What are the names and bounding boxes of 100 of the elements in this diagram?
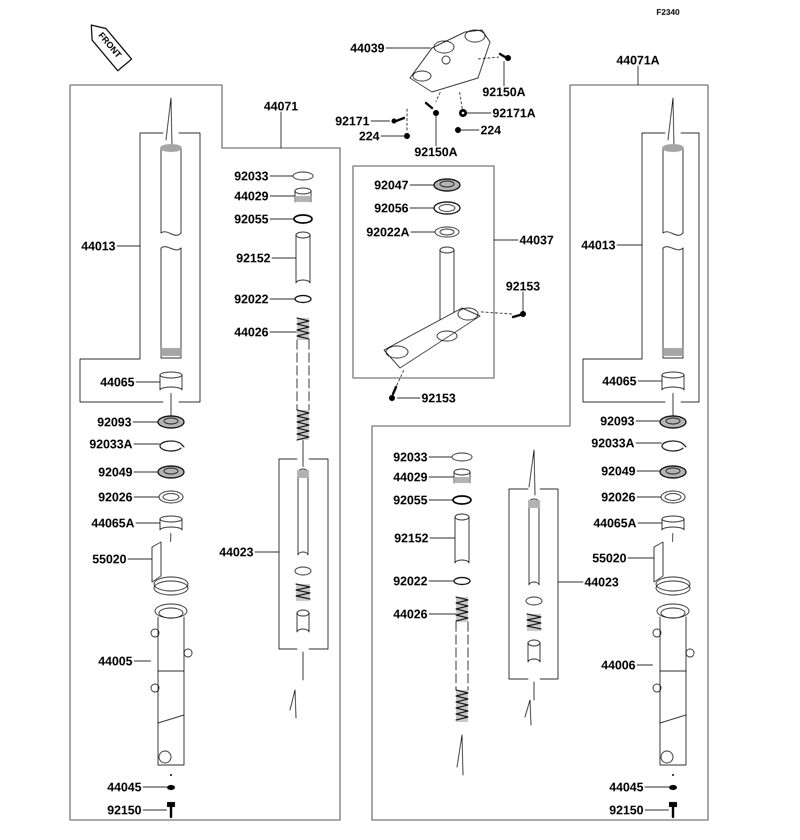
leader-line	[134, 496, 159, 498]
assembly-line	[478, 56, 499, 60]
leader-line	[410, 184, 434, 186]
outer-tube-drawing	[150, 604, 192, 776]
part-number: 92152	[236, 254, 270, 262]
leader-line	[467, 112, 492, 114]
assembly-line	[436, 92, 440, 102]
damper-rod-drawing	[297, 468, 309, 556]
outer-tube-drawing	[652, 604, 694, 776]
part-number: 44029	[393, 472, 427, 482]
part-number: 92033	[234, 172, 268, 180]
o-ring-drawing	[292, 172, 314, 180]
cap-bolt-drawing	[294, 188, 312, 202]
part-number: 44013	[581, 240, 616, 250]
part-number: 92047	[374, 180, 408, 190]
o-ring-drawing	[293, 214, 313, 224]
leader-line	[636, 442, 662, 444]
part-number: 44045	[107, 782, 142, 792]
part-number: 92150A	[414, 148, 458, 156]
part-number: 44065A	[92, 518, 134, 528]
part-number: 92153	[506, 282, 540, 290]
leader-line	[370, 120, 390, 122]
part-number: 44023	[219, 548, 254, 556]
leader-line	[636, 470, 660, 472]
bolt-drawing	[498, 52, 511, 61]
washer-drawing	[669, 785, 677, 790]
part-number: 92150A	[482, 88, 526, 96]
assembly-line	[672, 533, 674, 542]
nut-drawing	[459, 109, 467, 117]
part-number: 44065A	[594, 518, 636, 528]
o-ring-drawing	[452, 452, 472, 462]
part-number: 92022	[234, 294, 268, 304]
leader-line	[636, 420, 660, 422]
part-number: 92153	[422, 394, 456, 402]
part-number: 92022	[394, 576, 427, 586]
part-number: 44071	[264, 102, 298, 110]
bushing-drawing	[160, 516, 182, 530]
washer-drawing	[167, 785, 175, 790]
assembly-line	[480, 311, 512, 314]
assembly-line	[302, 440, 304, 467]
part-number: 92152	[394, 534, 428, 542]
leader-line	[136, 522, 160, 524]
bolt-drawing	[669, 802, 677, 818]
washer-drawing	[455, 127, 461, 133]
damper-rod-drawing	[528, 498, 540, 586]
dust-seal-drawing	[659, 465, 687, 479]
part-number: 92049	[602, 466, 635, 476]
bushing-drawing	[662, 516, 684, 530]
bushing-drawing	[160, 372, 182, 390]
washer-drawing	[660, 490, 686, 504]
leader-line	[428, 476, 454, 478]
part-number: 92093	[98, 418, 132, 426]
bolt-drawing	[424, 102, 439, 116]
leader-line	[280, 112, 282, 148]
spring-drawing	[296, 318, 310, 440]
seal-drawing	[433, 178, 461, 192]
spring-drawing	[456, 596, 468, 722]
leader-line	[636, 496, 661, 498]
part-number: 92026	[602, 492, 636, 502]
part-number: 92022A	[366, 228, 410, 236]
bearing-drawing	[433, 201, 461, 215]
fork-guard-drawing	[654, 542, 690, 596]
bolt-drawing	[167, 802, 175, 818]
leader-line	[616, 244, 642, 246]
part-number: 44045	[609, 782, 644, 792]
leader-line	[428, 456, 452, 458]
part-number: 44013	[81, 242, 116, 250]
leader-line	[270, 218, 294, 220]
leader-line	[142, 786, 167, 788]
leader-line	[270, 298, 295, 300]
spacer-drawing	[454, 514, 470, 564]
part-number: 224	[359, 132, 380, 140]
bolt-drawing	[389, 386, 398, 401]
part-number: 44039	[350, 44, 384, 52]
part-number: 92093	[600, 416, 634, 426]
part-number: 92033A	[592, 438, 634, 448]
washer-drawing	[404, 133, 410, 139]
dust-seal-drawing	[157, 465, 185, 479]
bushing-drawing	[662, 372, 684, 390]
assembly-line	[170, 533, 172, 542]
washer-drawing	[294, 294, 312, 304]
part-number: 92150	[108, 806, 141, 814]
part-number: 92171	[336, 116, 370, 126]
part-number: 92049	[98, 468, 132, 476]
part-number: 224	[480, 126, 501, 134]
part-number: 92033	[394, 452, 428, 462]
part-number: 92033A	[90, 440, 132, 448]
washer-drawing	[453, 576, 471, 586]
leader-line	[638, 522, 662, 524]
part-number: 92026	[98, 492, 132, 502]
part-number: 92171A	[492, 108, 536, 118]
washer-drawing	[158, 490, 184, 504]
leader-line	[638, 380, 662, 382]
part-number: 44006	[601, 660, 636, 670]
part-number: 44026	[393, 610, 428, 618]
leader-line	[644, 786, 669, 788]
part-number: 44029	[234, 192, 268, 200]
bearing-drawing	[434, 226, 460, 238]
retaining-clip-drawing	[159, 440, 184, 452]
part-number: 92056	[374, 204, 408, 212]
